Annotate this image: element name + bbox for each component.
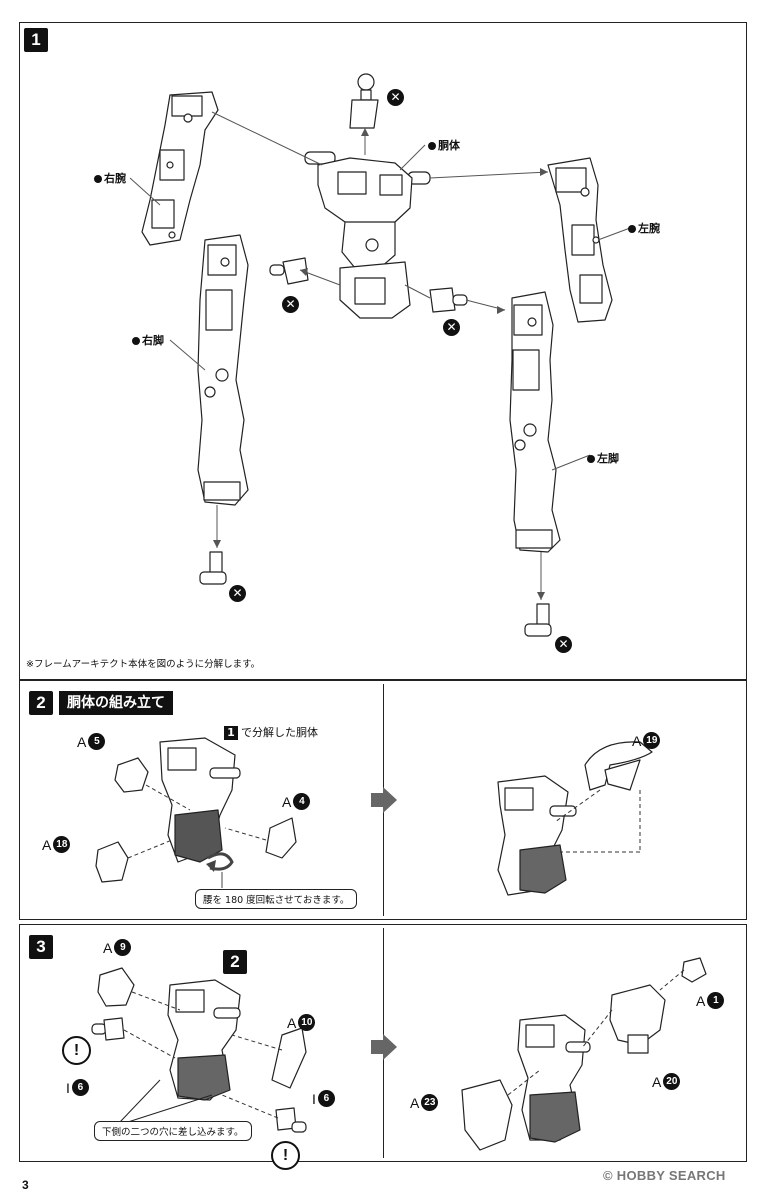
body-label: 胴体	[428, 137, 460, 153]
bullet-dot	[587, 455, 595, 463]
next-arrow-icon	[383, 1034, 397, 1060]
right-foot-joint-part	[199, 551, 227, 585]
next-arrow-stem	[371, 1040, 383, 1054]
right-leg-part	[197, 234, 249, 506]
caution-icon: !	[271, 1141, 300, 1170]
right-arm-label: 右腕	[94, 170, 126, 186]
step1-note: ※フレームアーキテクト本体を図のように分解します。	[26, 659, 261, 670]
step3-number: 3	[29, 935, 53, 959]
body-part	[304, 151, 431, 319]
step3-callout: 下側の二つの穴に差し込みます。	[94, 1121, 252, 1141]
step2-number: 2	[29, 691, 53, 715]
step2-callout: 腰を 180 度回転させておきます。	[195, 889, 358, 909]
watermark-text: © HOBBY SEARCH	[603, 1168, 726, 1183]
bullet-dot	[94, 175, 102, 183]
x-mark-icon: ✕	[282, 296, 299, 313]
x-mark-icon: ✕	[387, 89, 404, 106]
next-arrow-icon	[383, 787, 397, 813]
caution-icon: !	[62, 1036, 91, 1065]
bullet-dot	[628, 225, 636, 233]
left-arm-part	[547, 157, 613, 323]
x-mark-icon: ✕	[229, 585, 246, 602]
left-foot-joint-part	[524, 603, 552, 637]
step-ref-box: 1	[224, 726, 238, 740]
x-mark-icon: ✕	[443, 319, 460, 336]
bullet-dot	[428, 142, 436, 150]
page-number: 3	[22, 1178, 29, 1192]
step1-number: 1	[24, 28, 48, 52]
left-arm-label: 左腕	[628, 220, 660, 236]
x-mark-icon: ✕	[555, 636, 572, 653]
step3-reference-box: 2	[223, 950, 247, 974]
left-leg-part	[509, 291, 561, 553]
next-arrow-stem	[371, 793, 383, 807]
step1-panel	[19, 22, 747, 680]
bullet-dot	[132, 337, 140, 345]
head-joint-part	[349, 73, 379, 129]
step2-title: 胴体の組み立て	[59, 691, 173, 715]
right-leg-label: 右脚	[132, 332, 164, 348]
rotate-arrow-icon	[206, 852, 234, 872]
left-leg-label: 左脚	[587, 450, 619, 466]
left-hip-joint-part	[429, 287, 468, 313]
right-hip-joint-part	[269, 257, 309, 285]
right-arm-part	[141, 91, 219, 246]
